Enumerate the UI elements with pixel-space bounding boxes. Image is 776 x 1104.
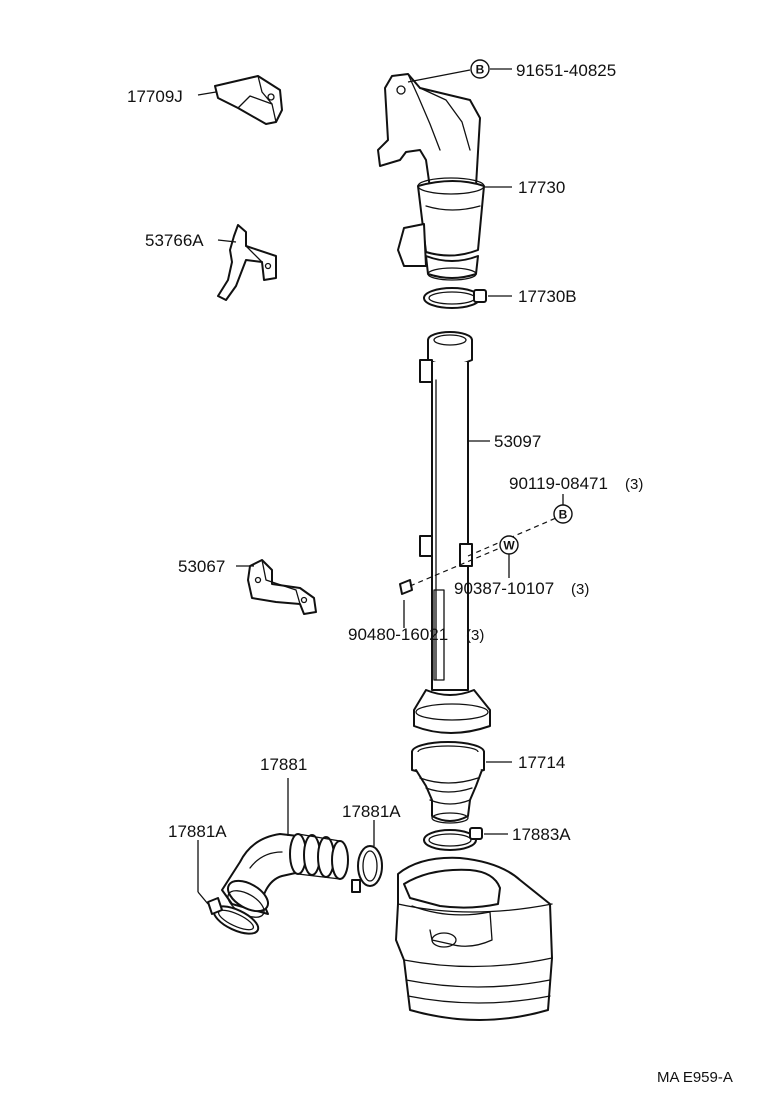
label-17881: 17881 — [260, 755, 307, 774]
clamp-17730b-drawing — [423, 287, 487, 309]
label-53067: 53067 — [178, 557, 225, 576]
clamp-17881a-right-drawing — [351, 845, 383, 893]
clamp-17881a-left-drawing — [207, 897, 260, 935]
label-17730b: 17730B — [518, 287, 577, 306]
label-53097: 53097 — [494, 432, 541, 451]
svg-text:B: B — [476, 63, 485, 77]
hose-17881-drawing — [221, 833, 349, 918]
label-17883a: 17883A — [512, 825, 571, 844]
marker-b-top: B — [470, 59, 490, 79]
pipe-53097-drawing — [413, 331, 491, 734]
bracket-17709j-drawing — [214, 75, 283, 125]
svg-text:B: B — [559, 508, 568, 522]
bellows-17714-drawing — [411, 741, 485, 824]
air-cleaner-drawing — [395, 856, 553, 1021]
label-17730: 17730 — [518, 178, 565, 197]
label-17709j: 17709J — [127, 87, 183, 106]
nut-90480-drawing — [399, 579, 413, 595]
marker-w: W — [499, 535, 519, 555]
label-90480-16021: 90480-16021 — [348, 625, 448, 644]
bracket-53766a-drawing — [217, 224, 277, 301]
marker-b-mid: B — [553, 504, 573, 524]
label-17881a-right: 17881A — [342, 802, 401, 821]
air-inlet-17730-drawing — [377, 73, 485, 281]
label-90387-10107: 90387-10107 — [454, 579, 554, 598]
qty-90119-08471: (3) — [625, 476, 643, 493]
bracket-53067-drawing — [247, 559, 317, 615]
clamp-17883a-drawing — [423, 827, 483, 851]
label-17714: 17714 — [518, 753, 565, 772]
svg-text:W: W — [503, 539, 515, 553]
label-90119-08471: 90119-08471 — [509, 474, 608, 493]
label-17881a-left: 17881A — [168, 822, 227, 841]
qty-90387-10107: (3) — [571, 581, 589, 598]
label-91651-40825: 91651-40825 — [516, 61, 616, 80]
diagram-reference-code: MA E959-A — [657, 1069, 733, 1086]
label-53766a: 53766A — [145, 231, 204, 250]
qty-90480-16021: (3) — [466, 627, 484, 644]
